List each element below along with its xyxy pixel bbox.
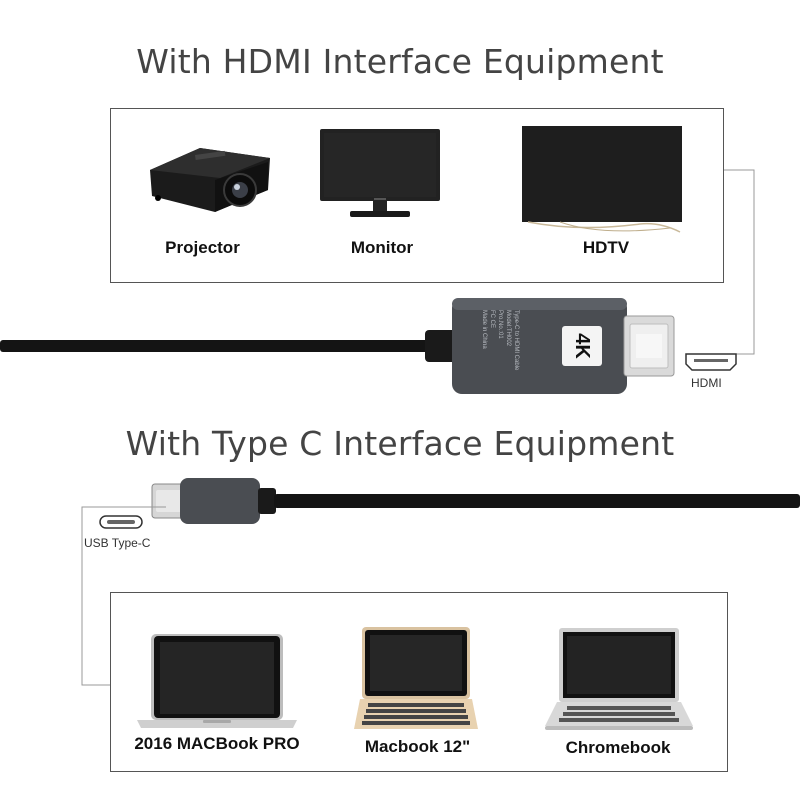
print-line: Model:TH002	[505, 310, 511, 347]
4k-badge: 4K	[562, 326, 602, 366]
print-line: Made in China	[481, 310, 487, 349]
device-label-chromebook: Chromebook	[565, 738, 671, 757]
hdmi-port-label: HDMI	[691, 376, 722, 390]
usb-type-c-port-label: USB Type-C	[84, 536, 151, 550]
hdmi-section-title: With HDMI Interface Equipment	[136, 42, 664, 81]
cable-print-text: Type-C to HDMI Cable Model:TH002 Pro.No.…	[460, 310, 520, 400]
typec-devices-box	[110, 592, 728, 772]
device-label-monitor: Monitor	[350, 238, 414, 257]
type-c-connector-cable	[151, 478, 800, 524]
usb-type-c-port-icon	[99, 515, 143, 529]
print-line: Pro.No.:01	[497, 310, 503, 339]
device-label-macbook-12: Macbook 12"	[364, 737, 471, 756]
chromebook-laptop-icon	[545, 628, 693, 730]
macbook-pro-laptop-icon	[137, 634, 297, 728]
print-line: FC CE	[489, 310, 495, 328]
monitor-icon	[320, 129, 440, 217]
device-label-projector: Projector	[165, 238, 240, 257]
projector-icon	[150, 148, 270, 212]
typec-section-title: With Type C Interface Equipment	[125, 424, 675, 463]
4k-badge-text: 4K	[571, 333, 593, 359]
print-line: Type-C to HDMI Cable	[513, 310, 519, 371]
type-c-to-hdmi-cable	[0, 298, 675, 394]
device-label-hdtv: HDTV	[582, 238, 630, 257]
typec-connection-line	[81, 506, 166, 686]
device-label-macbook-pro: 2016 MACBook PRO	[134, 734, 300, 753]
hdmi-devices-box	[110, 108, 724, 283]
hdmi-port-icon	[685, 353, 737, 371]
macbook-12-laptop-icon	[354, 627, 478, 729]
tv-icon	[522, 126, 682, 233]
hdmi-connection-line	[710, 169, 755, 355]
